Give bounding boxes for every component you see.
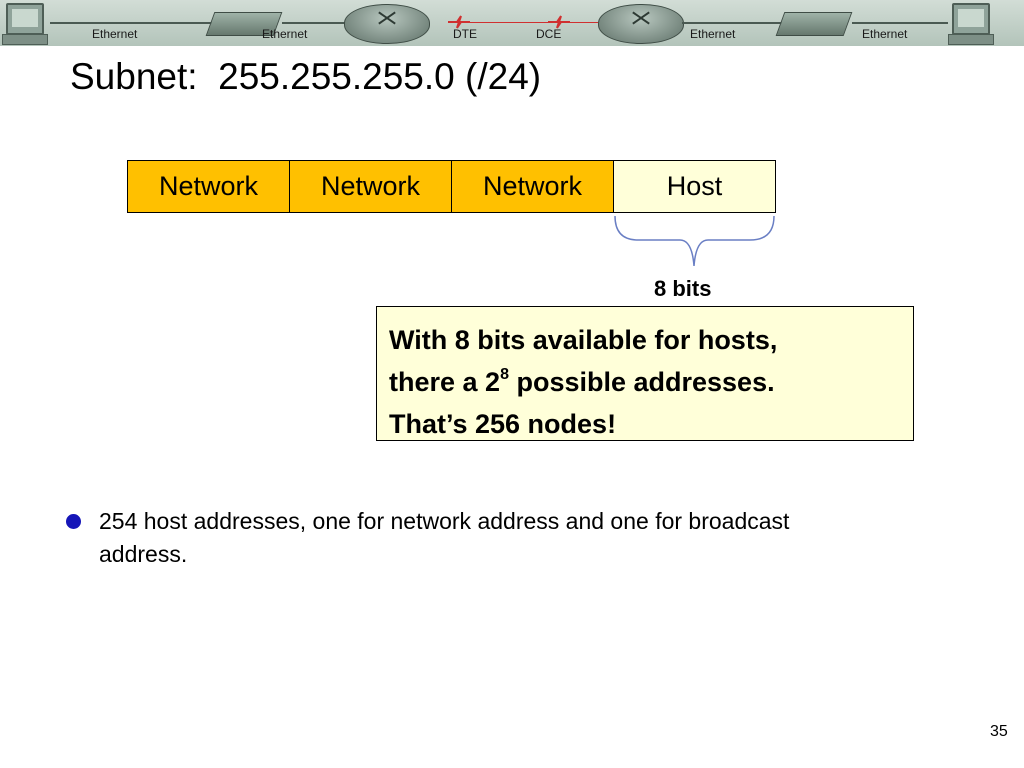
network-banner: Ethernet Ethernet DTE DCE Ethernet Ether…: [0, 0, 1024, 46]
network-field-2: Network: [289, 160, 452, 213]
serial-line: [470, 22, 598, 23]
ethernet-link: [282, 22, 352, 24]
title-subnet-mask: 255.255.255.0 (/24): [218, 56, 542, 97]
bullet-item: 254 host addresses, one for network addr…: [66, 505, 846, 571]
slide-title: Subnet: 255.255.255.0 (/24): [70, 56, 541, 98]
callout-line-3: That’s 256 nodes!: [389, 409, 617, 439]
banner-label-ethernet-1: Ethernet: [92, 27, 138, 41]
computer-base-icon: [948, 34, 994, 45]
computer-icon: [952, 3, 990, 35]
banner-label-ethernet-4: Ethernet: [862, 27, 908, 41]
serial-link-icon: [448, 15, 470, 29]
callout-line-2-start: there a 2: [389, 367, 501, 397]
address-field-table: Network Network Network Host: [127, 160, 776, 213]
title-prefix: Subnet:: [70, 56, 198, 97]
router-icon: [344, 4, 430, 44]
computer-icon: [6, 3, 44, 35]
callout-line-2: there a 28 possible addresses.: [389, 361, 913, 403]
banner-label-dce: DCE: [536, 27, 562, 41]
curly-brace-icon: [614, 215, 775, 267]
host-field: Host: [613, 160, 776, 213]
banner-label-ethernet-3: Ethernet: [690, 27, 736, 41]
ethernet-link: [852, 22, 948, 24]
bullet-dot-icon: [66, 514, 81, 529]
host-count-callout: With 8 bits available for hosts, there a…: [376, 306, 914, 441]
computer-base-icon: [2, 34, 48, 45]
switch-icon: [775, 12, 853, 36]
ethernet-link: [682, 22, 782, 24]
router-icon: [598, 4, 684, 44]
callout-line-2-end: possible addresses.: [508, 367, 775, 397]
host-bits-label: 8 bits: [654, 276, 712, 301]
network-field-1: Network: [127, 160, 290, 213]
bullet-text: 254 host addresses, one for network addr…: [99, 508, 790, 567]
banner-label-ethernet-2: Ethernet: [262, 27, 308, 41]
callout-line-1: With 8 bits available for hosts,: [389, 325, 778, 355]
network-field-3: Network: [451, 160, 614, 213]
ethernet-link: [50, 22, 230, 24]
banner-label-dte: DTE: [453, 27, 477, 41]
callout-exponent: 8: [500, 366, 509, 383]
page-number: 35: [990, 723, 1008, 740]
